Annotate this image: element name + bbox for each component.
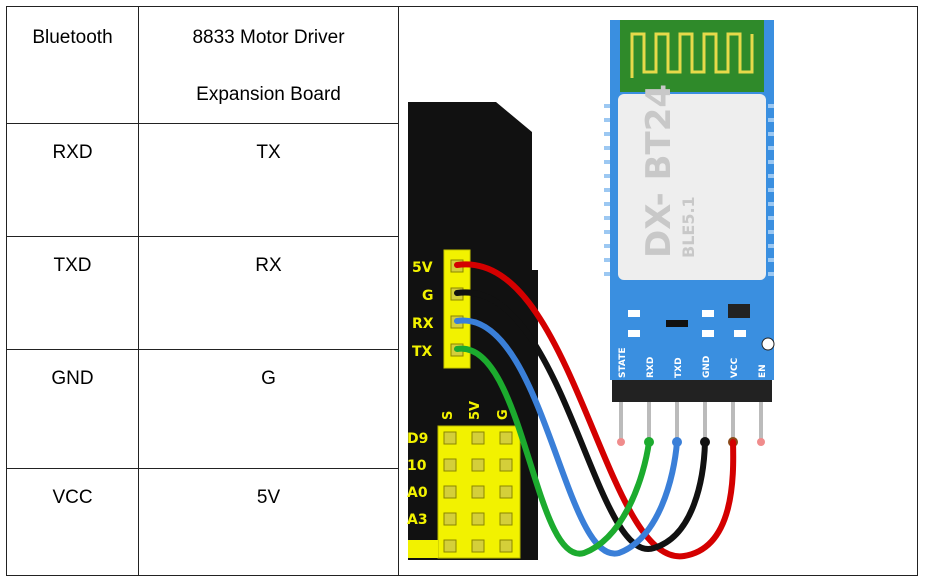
wiring-diagram-svg: 5V G RX TX S 5V G D9 10 A0 A3	[407, 20, 775, 560]
row-label-a0: A0	[407, 485, 428, 501]
row-2-driver: RX	[255, 255, 282, 276]
module-name: DX- BT24	[639, 84, 679, 258]
row-3-driver: G	[261, 368, 276, 389]
header-driver-line2: Expansion Board	[196, 84, 341, 105]
header-label-5v: 5V	[412, 260, 433, 276]
row-3-bluetooth: GND	[51, 368, 94, 389]
module-pin-tips	[617, 437, 765, 447]
row-4-driver: 5V	[256, 487, 281, 508]
column-label-g: G	[496, 409, 511, 420]
module-pin-state: STATE	[618, 348, 628, 378]
row-4-bluetooth: VCC	[52, 487, 93, 508]
row-1-bluetooth: RXD	[52, 142, 93, 163]
wiring-diagram: 5V G RX TX S 5V G D9 10 A0 A3	[404, 8, 916, 574]
module-shield	[618, 94, 766, 280]
smd-components	[628, 304, 775, 351]
wire-txd-rx	[454, 317, 680, 557]
row-divider	[7, 123, 399, 124]
header-label-tx: TX	[412, 344, 433, 360]
wires	[454, 261, 737, 560]
row-divider	[7, 236, 399, 237]
row-label-d9: D9	[407, 431, 428, 447]
servo-header-edge	[408, 540, 438, 558]
module-pin-txd: TXD	[674, 357, 684, 378]
wire-rxd-tx	[454, 345, 652, 557]
wire-gnd-g	[454, 289, 708, 552]
wiring-table: Bluetooth 8833 Motor Driver Expansion Bo…	[6, 6, 918, 576]
column-divider	[398, 7, 399, 575]
module-pin-gnd: GND	[702, 356, 712, 378]
servo-header-pins	[443, 431, 513, 553]
row-divider	[7, 349, 399, 350]
header-bluetooth: Bluetooth	[32, 27, 113, 48]
row-label-10: 10	[407, 458, 427, 474]
module-version: BLE5.1	[679, 196, 698, 258]
module-pin-en: EN	[758, 364, 768, 378]
column-label-s: S	[441, 411, 456, 420]
module-pin-header	[612, 380, 772, 402]
module-pin-vcc: VCC	[730, 357, 740, 378]
row-1-driver: TX	[256, 142, 281, 163]
bluetooth-module: DX- BT24 BLE5.1 STATE RXD TXD GND VCC EN	[604, 20, 775, 447]
module-pins	[619, 402, 763, 440]
column-label-5v: 5V	[468, 401, 483, 420]
header-driver-line1: 8833 Motor Driver	[192, 27, 345, 48]
row-divider	[7, 468, 399, 469]
row-label-a3: A3	[407, 512, 428, 528]
header-label-rx: RX	[412, 316, 434, 332]
module-pin-rxd: RXD	[646, 357, 656, 378]
column-divider	[138, 7, 139, 575]
antenna-trace	[630, 32, 754, 78]
row-2-bluetooth: TXD	[53, 255, 92, 276]
header-label-g: G	[422, 288, 434, 304]
